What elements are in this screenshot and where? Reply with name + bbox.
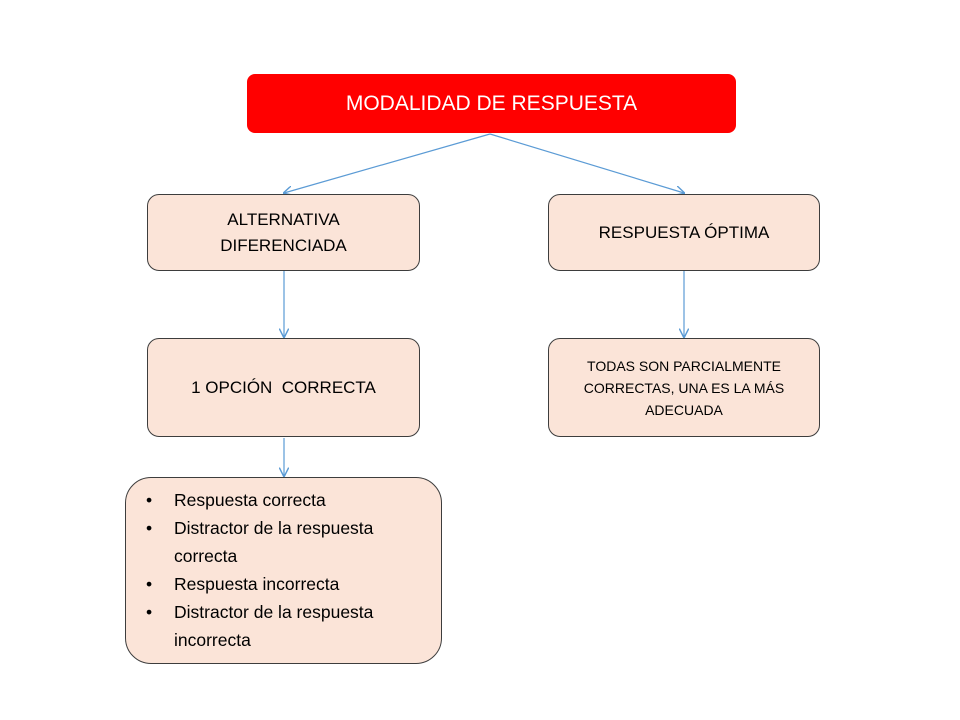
right-child-label: TODAS SON PARCIALMENTE CORRECTAS, UNA ES…: [583, 357, 785, 418]
right-branch-node: RESPUESTA ÓPTIMA: [548, 194, 820, 271]
root-node-label: MODALIDAD DE RESPUESTA: [345, 91, 638, 115]
list-item: Respuesta correcta: [146, 486, 425, 514]
left-branch-node: ALTERNATIVA DIFERENCIADA: [147, 194, 420, 271]
connector-root-to-left: [284, 133, 491, 193]
list-item: Distractor de la respuesta incorrecta: [146, 598, 425, 654]
connector-root-to-right: [489, 133, 684, 193]
list-item: Distractor de la respuesta correcta: [146, 514, 425, 570]
list-item: Respuesta incorrecta: [146, 570, 425, 598]
right-child-node: TODAS SON PARCIALMENTE CORRECTAS, UNA ES…: [548, 338, 820, 437]
left-child-label: 1 OPCIÓN CORRECTA: [191, 377, 376, 397]
root-node: MODALIDAD DE RESPUESTA: [247, 74, 736, 133]
left-child-node: 1 OPCIÓN CORRECTA: [147, 338, 420, 437]
answer-types-list: Respuesta correcta Distractor de la resp…: [126, 478, 441, 654]
left-list-node: Respuesta correcta Distractor de la resp…: [125, 477, 442, 664]
right-branch-label: RESPUESTA ÓPTIMA: [598, 222, 770, 242]
left-branch-label: ALTERNATIVA DIFERENCIADA: [220, 209, 347, 255]
